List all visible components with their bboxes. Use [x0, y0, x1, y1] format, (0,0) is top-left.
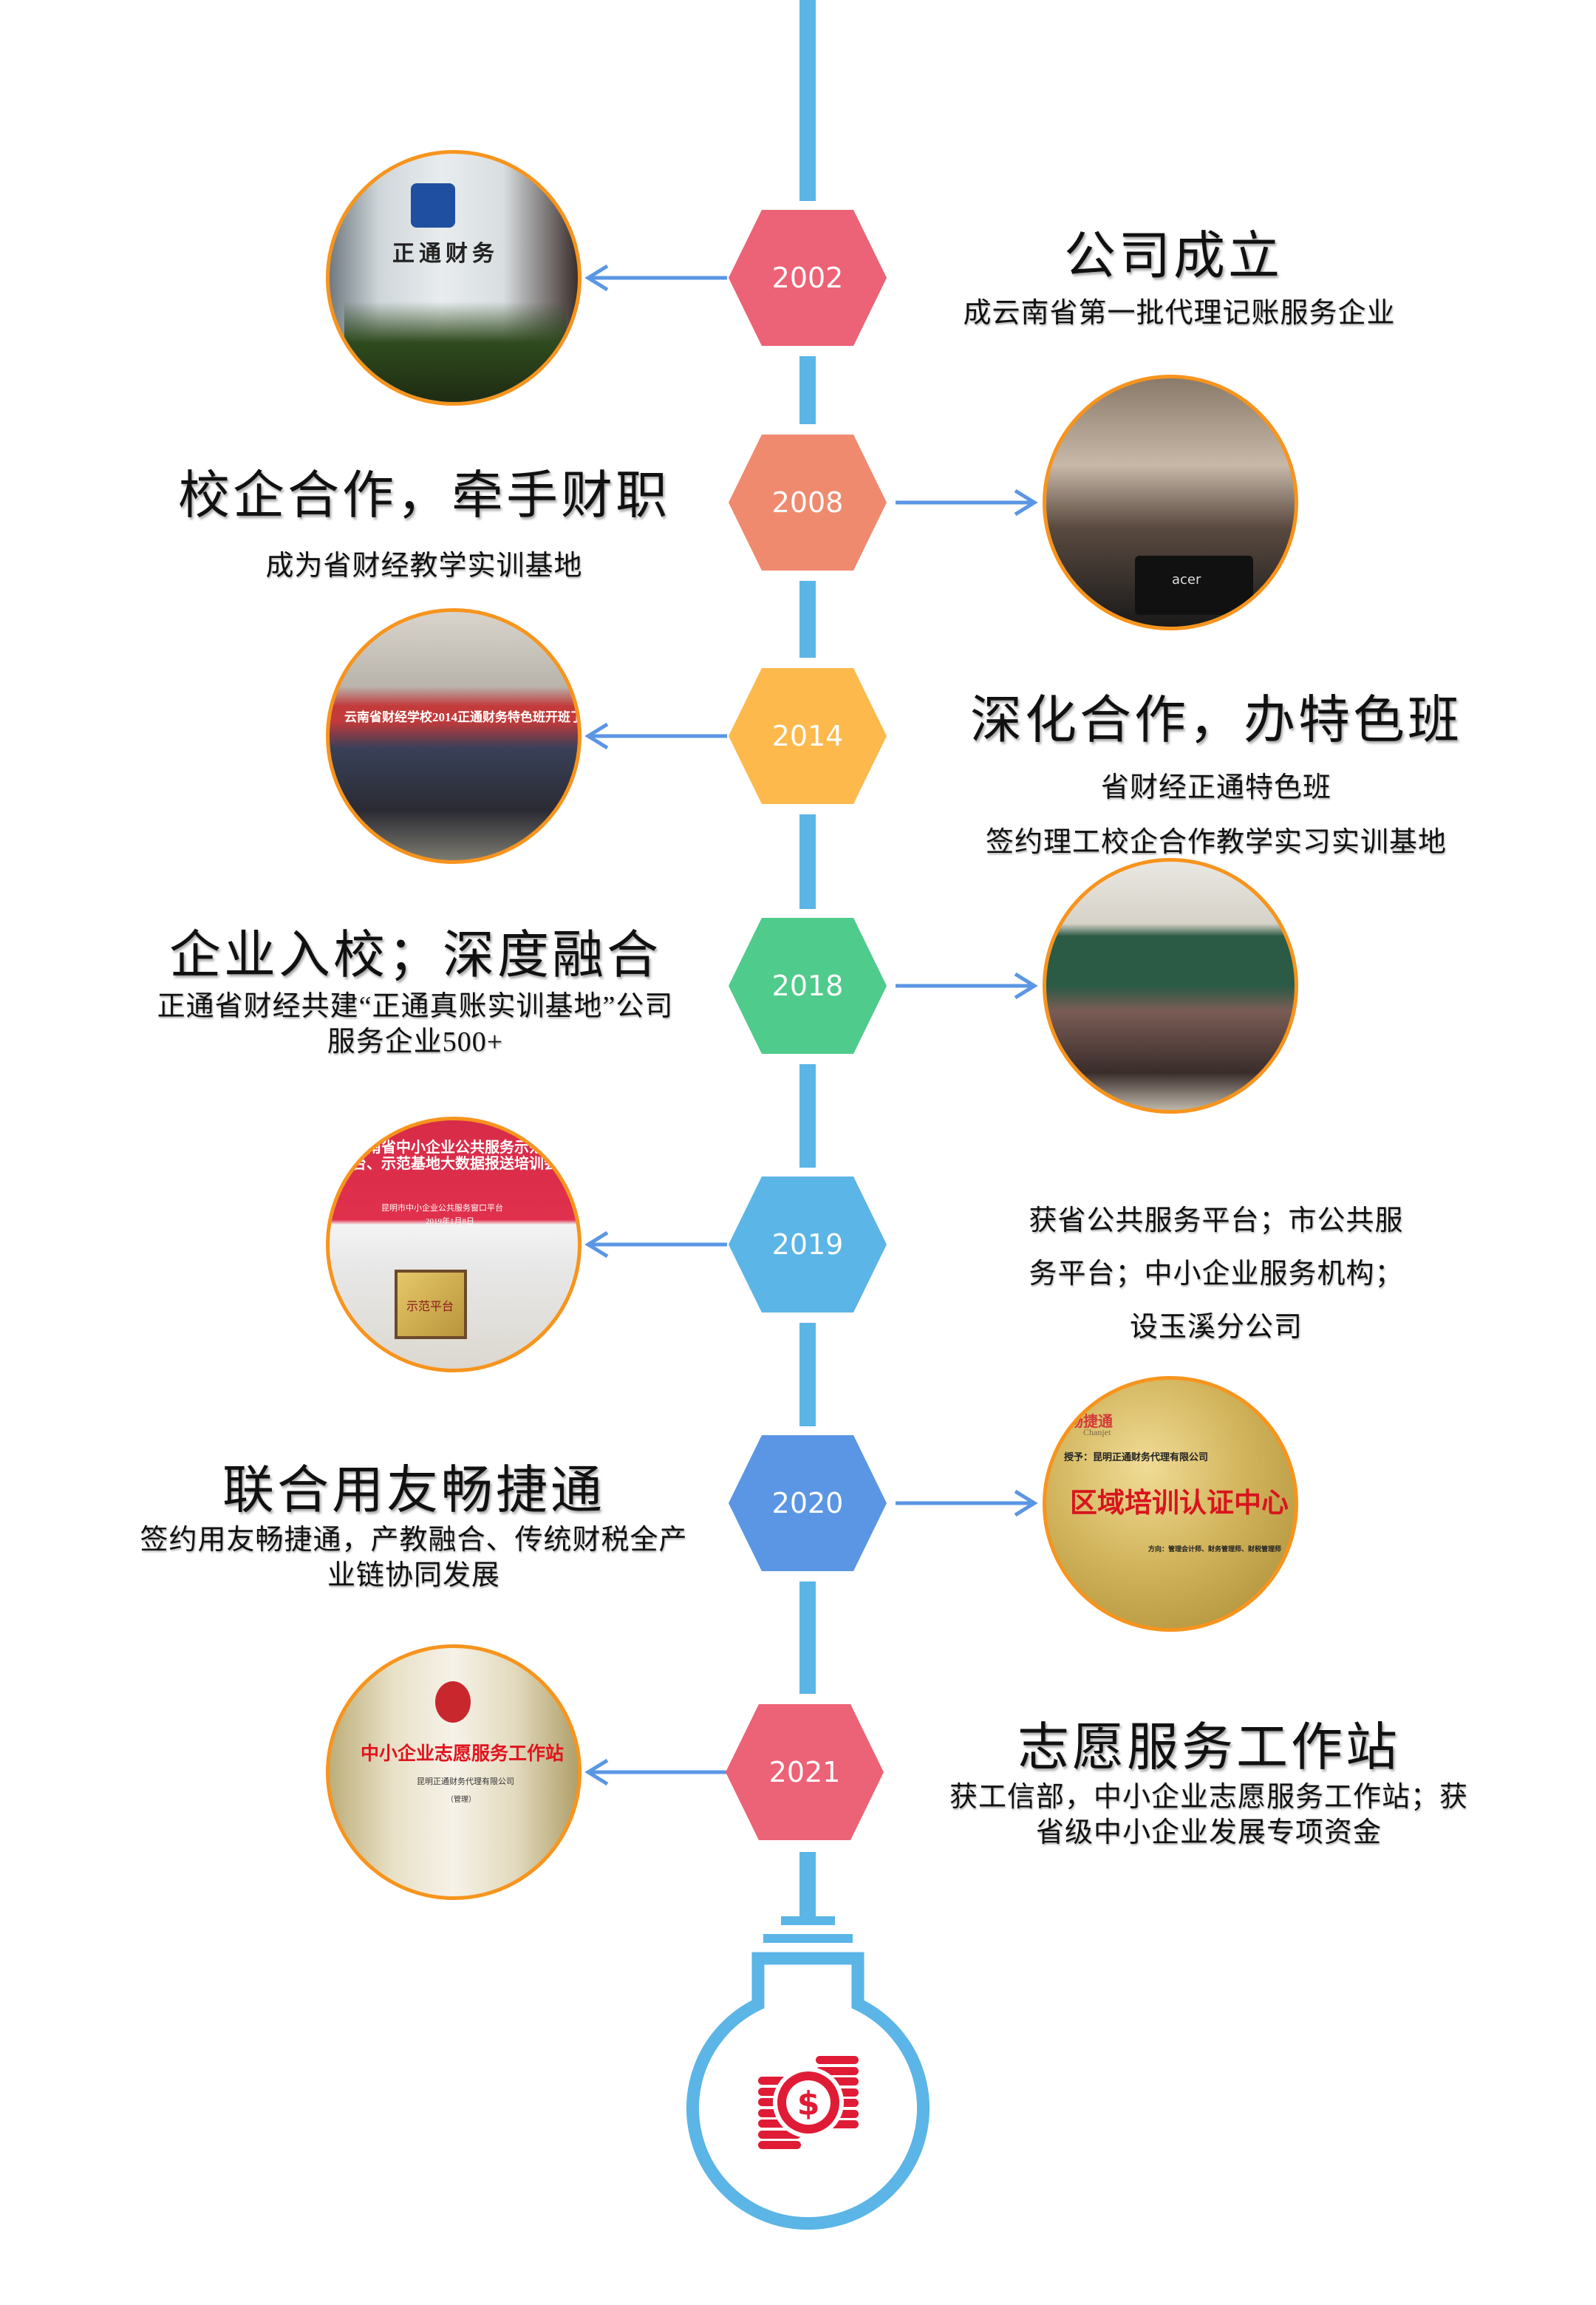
certificate-title: 区域培训认证中心 [1070, 1488, 1289, 1519]
photo-class-group: 云南省财经学校2014正通财务特色班开班了 [326, 608, 582, 864]
brand-logo-text: 畅捷通 [1068, 1414, 1113, 1430]
year-badge-2019: 2019 [729, 1177, 887, 1312]
year-label: 2008 [771, 486, 844, 519]
year-badge-2002: 2002 [729, 210, 887, 346]
monitor [1135, 556, 1253, 615]
photo-sign-text: 正通财务 [392, 242, 499, 266]
milestone-title-2008: 校企合作，牵手财职 [178, 468, 670, 525]
plaque: 示范平台 [395, 1270, 467, 1339]
banner-text: 云南省财经学校2014正通财务特色班开班了 [344, 710, 582, 724]
arrow-right-2008 [896, 488, 1038, 517]
year-badge-2008: 2008 [729, 435, 887, 571]
arrow-right-2018 [896, 972, 1038, 1000]
arrow-right-2020 [896, 1489, 1038, 1517]
milestone-desc-2002: 成云南省第一批代理记账服务企业 [963, 298, 1396, 329]
milestone-desc-2018-line1: 正通省财经共建“正通真账实训基地”公司 [157, 991, 674, 1022]
year-badge-2014: 2014 [729, 668, 887, 804]
milestone-title-2002: 公司成立 [1064, 228, 1283, 285]
milestone-desc-2021-line1: 获工信部，中小企业志愿服务工作站；获 [949, 1782, 1469, 1813]
year-label: 2014 [771, 720, 844, 752]
grant-text: 授予：昆明正通财务代理有限公司 [1064, 1451, 1209, 1463]
brand-logo-en: Chanjet [1083, 1427, 1111, 1437]
milestone-desc-2014-line2: 签约理工校企合作教学实习实训基地 [985, 827, 1447, 858]
arrow-left-2021 [584, 1758, 727, 1786]
year-label: 2018 [771, 970, 844, 1002]
photo-classroom-group [1043, 858, 1298, 1114]
arrow-left-2019 [584, 1230, 727, 1259]
certificate-company: 昆明正通财务代理有限公司 [417, 1777, 514, 1786]
screen-subtitle: 昆明市中小企业公共服务窗口平台 [381, 1204, 503, 1213]
milestone-title-2021: 志愿服务工作站 [1017, 1720, 1400, 1777]
certificate-title: 中小企业志愿服务工作站 [361, 1744, 565, 1764]
year-badge-2021: 2021 [726, 1704, 884, 1840]
year-label: 2021 [768, 1756, 841, 1788]
milestone-desc-2019-line2: 务平台；中小企业服务机构； [1029, 1259, 1404, 1290]
year-badge-2018: 2018 [729, 918, 887, 1054]
svg-text:$: $ [797, 2085, 820, 2122]
year-badge-2020: 2020 [729, 1435, 887, 1571]
milestone-desc-2018-line2: 服务企业500+ [327, 1026, 504, 1058]
photo-certificate-volunteer: 中小企业志愿服务工作站 昆明正通财务代理有限公司 （管理） [326, 1644, 582, 1900]
certificate-note: （管理） [446, 1796, 476, 1804]
arrow-left-2014 [584, 722, 727, 750]
milestone-title-2018: 企业入校；深度融合 [169, 927, 661, 984]
plaque-text: 示范平台 [406, 1301, 454, 1313]
milestone-desc-2020-line2: 业链协同发展 [327, 1560, 501, 1591]
volunteer-emblem [435, 1681, 471, 1723]
photo-training-meeting: 云南省中小企业公共服务示范平台、示范基地大数据报送培训会 昆明市中小企业公共服务… [326, 1117, 582, 1372]
coins-dollar-icon: $ [758, 2056, 859, 2149]
monitor-brand: acer [1172, 572, 1201, 588]
year-label: 2019 [771, 1228, 844, 1261]
photo-certificate-chanjet: 畅捷通 Chanjet 授予：昆明正通财务代理有限公司 区域培训认证中心 方向：… [1043, 1376, 1298, 1632]
screen-date: 2019年1月8日 [426, 1217, 474, 1226]
milestone-desc-2019-line1: 获省公共服务平台；市公共服 [1029, 1205, 1404, 1236]
lightbulb-icon [686, 1916, 930, 2230]
company-logo [411, 183, 455, 228]
year-label: 2002 [771, 262, 844, 294]
plants [344, 302, 566, 402]
milestone-desc-2019-line3: 设玉溪分公司 [1129, 1312, 1303, 1343]
photo-students-computer: acer [1043, 375, 1298, 630]
screen-title: 云南省中小企业公共服务示范平台、示范基地大数据报送培训会 [352, 1140, 559, 1172]
milestone-title-2014: 深化合作，办特色班 [970, 692, 1462, 749]
milestone-desc-2014-line1: 省财经正通特色班 [1100, 772, 1332, 803]
certificate-direction: 方向：管理会计师、财务管理师、财税管理师 [1148, 1545, 1282, 1553]
timeline-spine [799, 0, 816, 1917]
arrow-left-2002 [584, 264, 727, 292]
milestone-desc-2008: 成为省财经教学实训基地 [265, 551, 583, 582]
year-label: 2020 [771, 1487, 844, 1519]
milestone-desc-2020-line1: 签约用友畅捷通，产教融合、传统财税全产 [140, 1525, 688, 1556]
photo-office-reception: 正通财务 [326, 150, 582, 406]
milestone-desc-2021-line2: 省级中小企业发展专项资金 [1035, 1817, 1382, 1848]
arrows [584, 264, 1038, 1786]
milestone-title-2020: 联合用友畅捷通 [222, 1463, 605, 1519]
